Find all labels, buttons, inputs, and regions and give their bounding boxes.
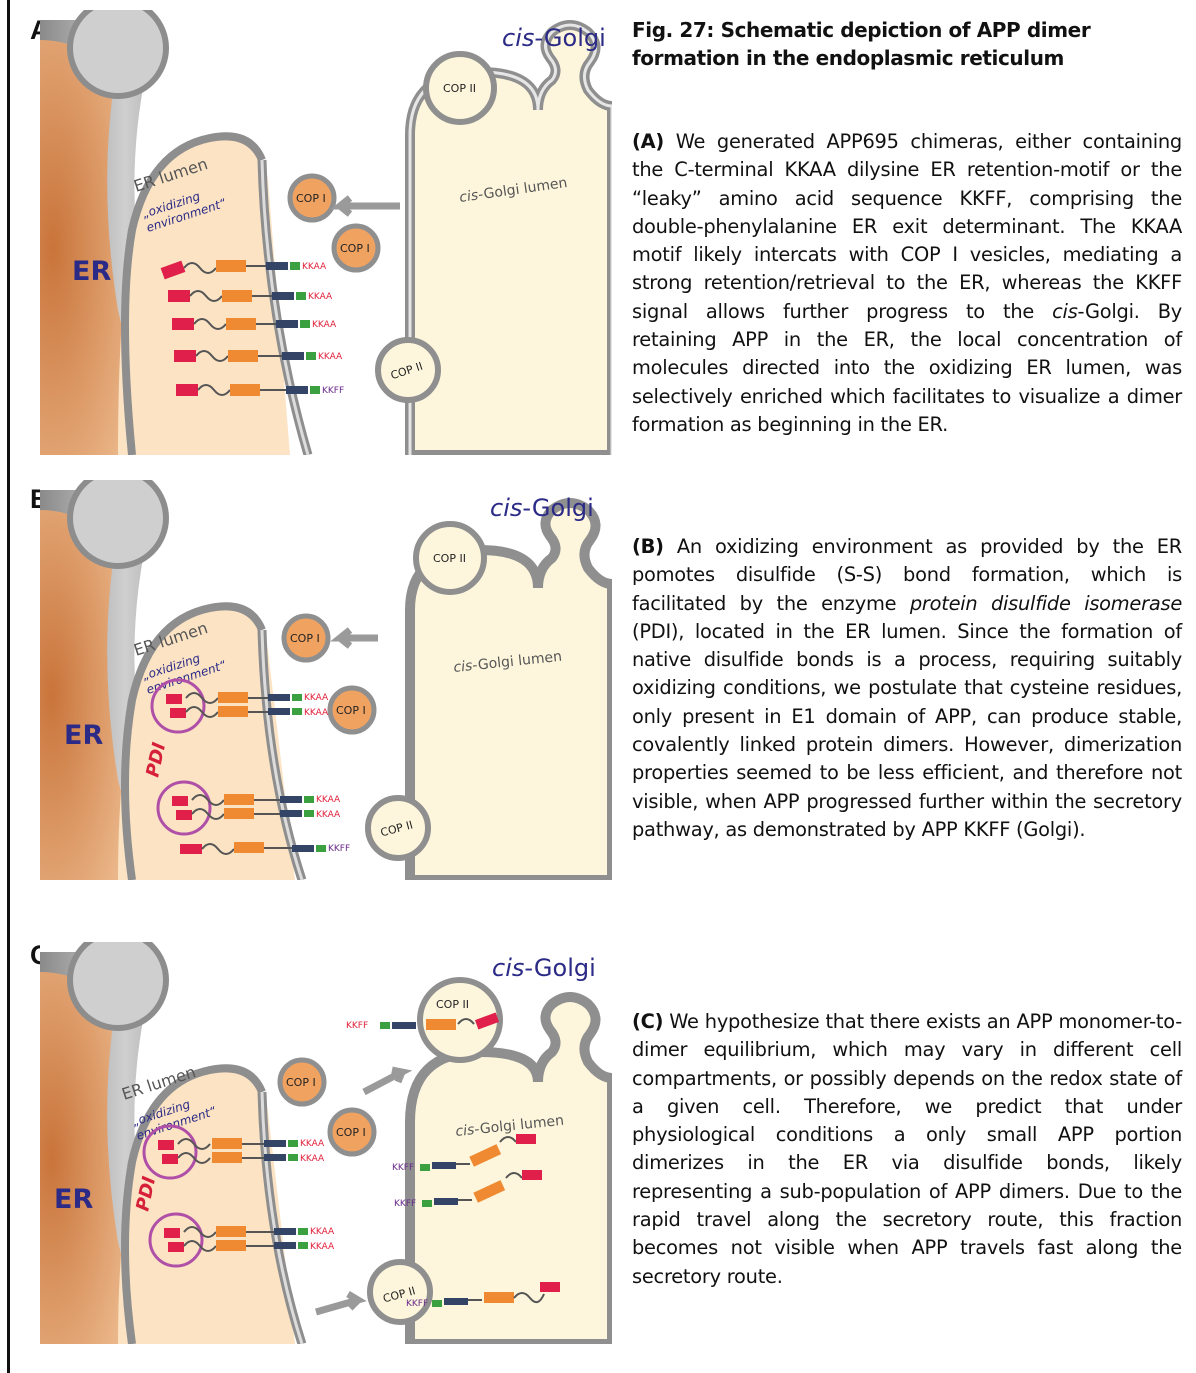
- cis-golgi-title: cis-Golgi: [490, 494, 594, 522]
- cis-golgi-title-rest: -Golgi: [534, 24, 605, 52]
- er-vesicle-top: [70, 480, 166, 566]
- kkff-motif-1: KKFF: [328, 844, 350, 854]
- kkaa-motif-2: KKAA: [300, 1154, 325, 1164]
- cis-golgi-title: cis-Golgi: [502, 24, 606, 52]
- cop1-label-2: COP I: [340, 242, 370, 255]
- caption-b: (B) An oxidizing environment as provided…: [632, 533, 1182, 844]
- kkaa-motif-2: KKAA: [308, 292, 333, 302]
- kkff-motif-top: KKFF: [346, 1021, 368, 1031]
- er-label: ER: [72, 256, 111, 287]
- caption-c-lead: (C): [632, 1010, 663, 1033]
- cop2-vesicle-bottom: COP II: [370, 1262, 430, 1322]
- caption-b-italic: protein disulfide isomerase: [910, 592, 1182, 615]
- kkff-motif-1: KKFF: [322, 386, 344, 396]
- kkaa-motif-2: KKAA: [304, 708, 329, 718]
- kkaa-motif-1: KKAA: [300, 1139, 325, 1149]
- caption-b-lead: (B): [632, 535, 664, 558]
- cis-golgi-lumen-italic: cis: [455, 1122, 475, 1140]
- er-label: ER: [54, 1184, 93, 1215]
- caption-c: (C) We hypothesize that there exists an …: [632, 1008, 1182, 1291]
- cis-golgi-title-italic: cis: [490, 494, 522, 522]
- kkff-motif-g3: KKFF: [406, 1299, 428, 1309]
- figure-title: Fig. 27: Schematic depiction of APP dime…: [632, 16, 1192, 72]
- caption-a: (A) We generated APP695 chimeras, either…: [632, 128, 1182, 439]
- er-label: ER: [64, 720, 103, 751]
- cis-golgi-title-italic: cis: [502, 24, 534, 52]
- cis-golgi-title-italic: cis: [492, 954, 524, 982]
- kkaa-motif-3: KKAA: [310, 1227, 335, 1237]
- kkaa-motif-4: KKAA: [318, 352, 343, 362]
- cis-golgi-title: cis-Golgi: [492, 954, 596, 982]
- cis-golgi-title-rest: -Golgi: [524, 954, 595, 982]
- kkff-motif-g2: KKFF: [394, 1199, 416, 1209]
- cop1-label-1: COP I: [290, 632, 320, 645]
- kkaa-motif-4: KKAA: [316, 810, 341, 820]
- cop1-label-1: COP I: [296, 192, 326, 205]
- cop2-vesicle-bottom: COP II: [378, 340, 438, 400]
- cis-golgi-lumen-italic: cis: [458, 187, 479, 205]
- cop2-label-top: COP II: [433, 552, 466, 565]
- left-frame-rule: [7, 0, 10, 1373]
- kkaa-motif-3: KKAA: [312, 320, 337, 330]
- cis-golgi-lumen-italic: cis: [453, 658, 473, 676]
- cis-golgi-title-rest: -Golgi: [522, 494, 593, 522]
- cop1-vesicle-1: COP I: [280, 1060, 324, 1104]
- caption-c-text1: We hypothesize that there exists an APP …: [632, 1010, 1182, 1288]
- cop2-label-top: COP II: [436, 998, 469, 1011]
- cop1-label-2: COP I: [336, 1126, 366, 1139]
- caption-b-text2: (PDI), located in the ER lumen. Since th…: [632, 620, 1182, 841]
- caption-a-italic: cis: [1052, 300, 1077, 323]
- caption-a-lead: (A): [632, 130, 664, 153]
- cop1-vesicle-2: COP I: [334, 226, 378, 270]
- kkaa-motif-1: KKAA: [302, 262, 327, 272]
- cop1-vesicle-2: COP I: [330, 688, 374, 732]
- panel-b-schematic: ER ER lumen „oxidizing environment“ cis-…: [40, 480, 612, 880]
- er-vesicle-top: [70, 942, 166, 1028]
- panel-c-schematic: ER ER lumen „oxidizing environment“ cis-…: [40, 942, 612, 1344]
- cop1-label-1: COP I: [286, 1076, 316, 1089]
- panel-a-schematic: ER ER lumen „oxidizing environment“ cis-…: [40, 10, 612, 455]
- cop2-label-top: COP II: [443, 82, 476, 95]
- kkaa-motif-3: KKAA: [316, 795, 341, 805]
- kkff-motif-g1: KKFF: [392, 1163, 414, 1173]
- cop2-vesicle-top: COP II: [426, 54, 494, 122]
- caption-a-text1: We generated APP695 chimeras, either con…: [632, 130, 1182, 323]
- cop2-vesicle-bottom: COP II: [368, 798, 428, 858]
- er-vesicle-top: [70, 10, 166, 96]
- cop2-vesicle-top: COP II: [416, 524, 484, 592]
- kkaa-motif-4: KKAA: [310, 1242, 335, 1252]
- cop1-vesicle-2: COP I: [330, 1110, 374, 1154]
- cop1-vesicle-1: COP I: [290, 176, 334, 220]
- cop1-label-2: COP I: [336, 704, 366, 717]
- kkaa-motif-1: KKAA: [304, 693, 329, 703]
- cop1-vesicle-1: COP I: [284, 616, 328, 660]
